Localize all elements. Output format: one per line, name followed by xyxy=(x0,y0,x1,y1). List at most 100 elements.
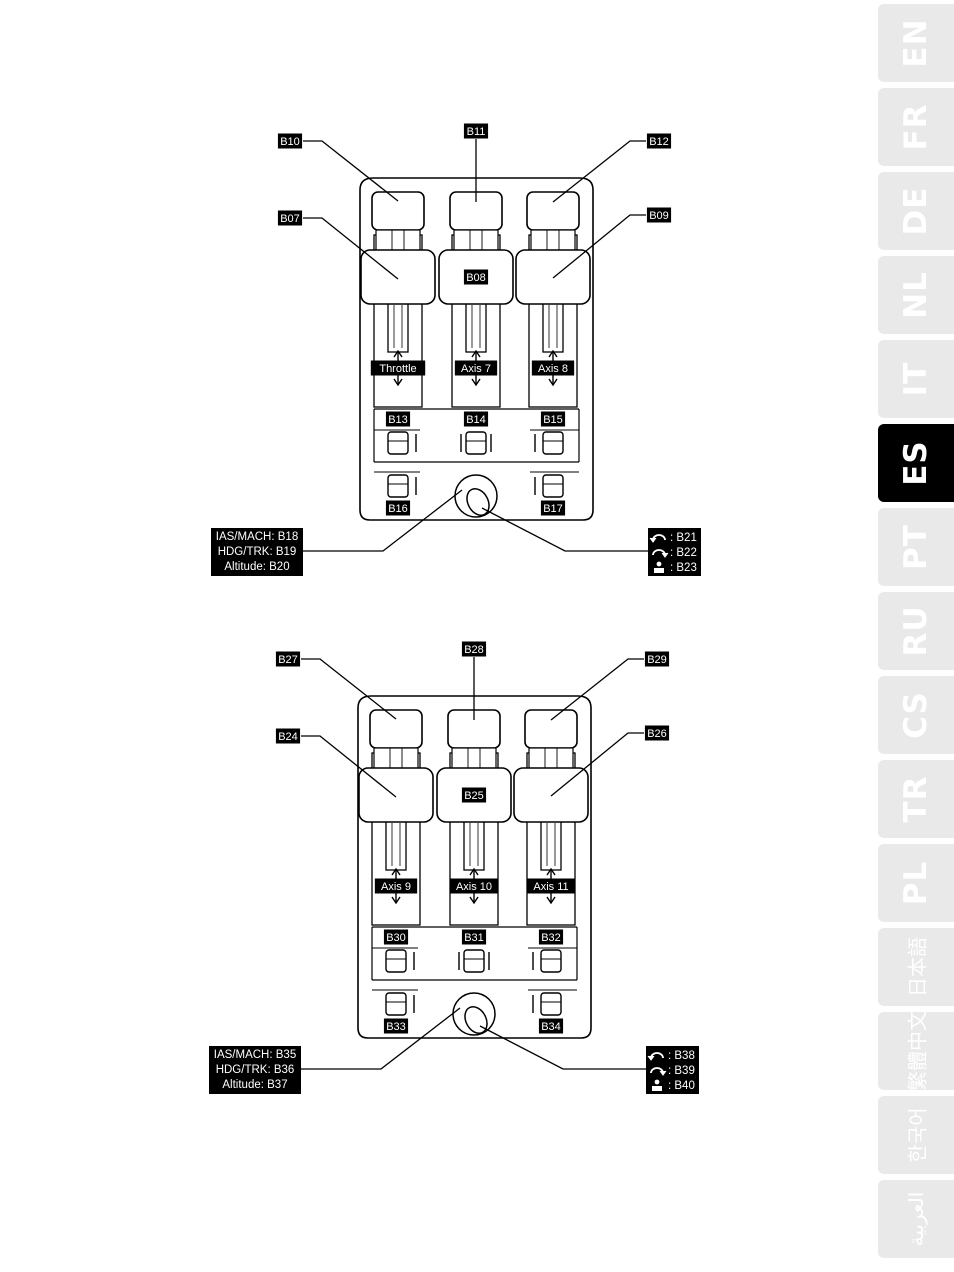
knob-action-text: : B40 xyxy=(668,1080,695,1092)
language-tab-9[interactable]: TR xyxy=(878,760,954,838)
leader-line xyxy=(479,1025,646,1070)
button-badge: B30 xyxy=(383,929,409,945)
rotate-right-icon xyxy=(650,1067,667,1076)
language-tab-13[interactable]: 한국어 xyxy=(878,1096,954,1174)
language-tab-12[interactable]: 繁體中文 xyxy=(878,1011,954,1091)
badge-label: B24 xyxy=(278,731,298,743)
push-button-icon xyxy=(532,949,562,973)
badge-label: B31 xyxy=(464,932,484,944)
button-badge: B17 xyxy=(540,500,566,516)
push-icon xyxy=(654,561,664,573)
knob-action-text: : B21 xyxy=(670,532,697,544)
button-badge: B09 xyxy=(646,207,672,223)
push-button-icon xyxy=(458,949,490,973)
language-tab-6[interactable]: PT xyxy=(878,508,954,586)
knob-action-text: : B38 xyxy=(668,1050,695,1062)
language-tab-label: 日本語 xyxy=(905,937,930,997)
button-badge: B13 xyxy=(385,411,411,427)
language-tab-1[interactable]: FR xyxy=(878,88,954,166)
badge-label: B15 xyxy=(543,414,563,426)
language-tab-5[interactable]: ES xyxy=(878,424,954,502)
push-button-icon xyxy=(532,992,562,1016)
button-badge: B25 xyxy=(461,787,487,803)
language-tab-label: FR xyxy=(898,103,934,151)
push-button-icon xyxy=(460,431,492,455)
leader-line xyxy=(301,1007,461,1070)
leader-line xyxy=(481,507,648,552)
badge-label: B07 xyxy=(280,213,300,225)
badge-label: B33 xyxy=(386,1021,406,1033)
language-tab-0[interactable]: EN xyxy=(878,4,954,82)
badge-label: B11 xyxy=(467,126,486,138)
badge-label: B34 xyxy=(541,1021,561,1033)
language-tab-label: ES xyxy=(898,440,934,486)
badge-label: Axis 7 xyxy=(461,363,491,375)
leader-line xyxy=(303,217,399,280)
language-tab-11[interactable]: 日本語 xyxy=(878,928,954,1006)
button-badge: Throttle xyxy=(370,360,426,376)
badge-label: B14 xyxy=(466,414,486,426)
language-tab-2[interactable]: DE xyxy=(878,172,954,250)
language-tab-4[interactable]: IT xyxy=(878,340,954,418)
leader-line xyxy=(303,140,399,202)
leader-line xyxy=(301,658,397,720)
knob-action-text: : B23 xyxy=(670,562,697,574)
leader-line xyxy=(303,489,463,552)
lever-1: Axis 9 B30 xyxy=(358,709,434,973)
language-tab-label: PL xyxy=(898,860,934,906)
leader-line xyxy=(552,140,646,203)
leader-line xyxy=(550,658,644,721)
button-badge: B08 xyxy=(463,269,489,285)
badge-label: Axis 11 xyxy=(533,881,568,893)
knob-action-text: : B22 xyxy=(670,547,697,559)
language-tab-8[interactable]: CS xyxy=(878,676,954,754)
push-button-icon xyxy=(385,949,415,973)
knob-function-line: HDG/TRK: B19 xyxy=(218,546,297,558)
language-tab-label: IT xyxy=(898,361,934,397)
push-button-icon xyxy=(387,474,417,498)
button-badge: Axis 9 xyxy=(374,878,418,894)
button-badge: B33 xyxy=(383,1018,409,1034)
badge-label: B10 xyxy=(280,136,300,148)
badge-label: Axis 9 xyxy=(381,881,411,893)
button-badge: Axis 8 xyxy=(531,360,575,376)
badge-label: Axis 10 xyxy=(456,881,492,893)
language-tab-14[interactable]: العربية xyxy=(878,1180,954,1258)
badge-label: B08 xyxy=(466,272,486,284)
knob-function-line: IAS/MACH: B35 xyxy=(214,1049,296,1061)
knob-function-line: Altitude: B37 xyxy=(222,1079,287,1091)
badge-label: B29 xyxy=(647,654,667,666)
badge-label: Axis 8 xyxy=(538,363,568,375)
button-badge: B27 xyxy=(275,651,301,667)
button-badge: B26 xyxy=(644,725,670,741)
button-badge: B28 xyxy=(461,641,487,657)
knob-action-callout: : B21 : B22 : B23 xyxy=(648,528,701,576)
button-badge: B07 xyxy=(277,210,303,226)
language-tab-label: PT xyxy=(898,524,934,570)
push-button-icon xyxy=(534,474,564,498)
button-badge: B29 xyxy=(644,651,670,667)
knob-action-callout: : B38: B39: B40 xyxy=(646,1046,699,1094)
push-button-icon xyxy=(534,431,564,455)
rotate-left-icon xyxy=(647,1052,664,1061)
language-tab-label: EN xyxy=(898,18,934,68)
language-tab-label: 繁體中文 xyxy=(905,1011,930,1091)
button-badge: B12 xyxy=(646,133,672,149)
language-tab-label: TR xyxy=(898,775,934,823)
language-tab-3[interactable]: NL xyxy=(878,256,954,334)
knob-function-line: Altitude: B20 xyxy=(224,561,289,573)
language-tab-10[interactable]: PL xyxy=(878,844,954,922)
language-tab-label: NL xyxy=(898,271,934,319)
knob-function-line: IAS/MACH: B18 xyxy=(216,531,298,543)
button-badge: B16 xyxy=(385,500,411,516)
badge-label: B13 xyxy=(388,414,408,426)
badge-label: B16 xyxy=(388,503,408,515)
button-badge: Axis 11 xyxy=(526,878,576,894)
lever-2: Axis 7 B14 xyxy=(438,191,514,455)
language-tab-7[interactable]: RU xyxy=(878,592,954,670)
leader-line xyxy=(550,732,644,797)
badge-label: B32 xyxy=(541,932,561,944)
